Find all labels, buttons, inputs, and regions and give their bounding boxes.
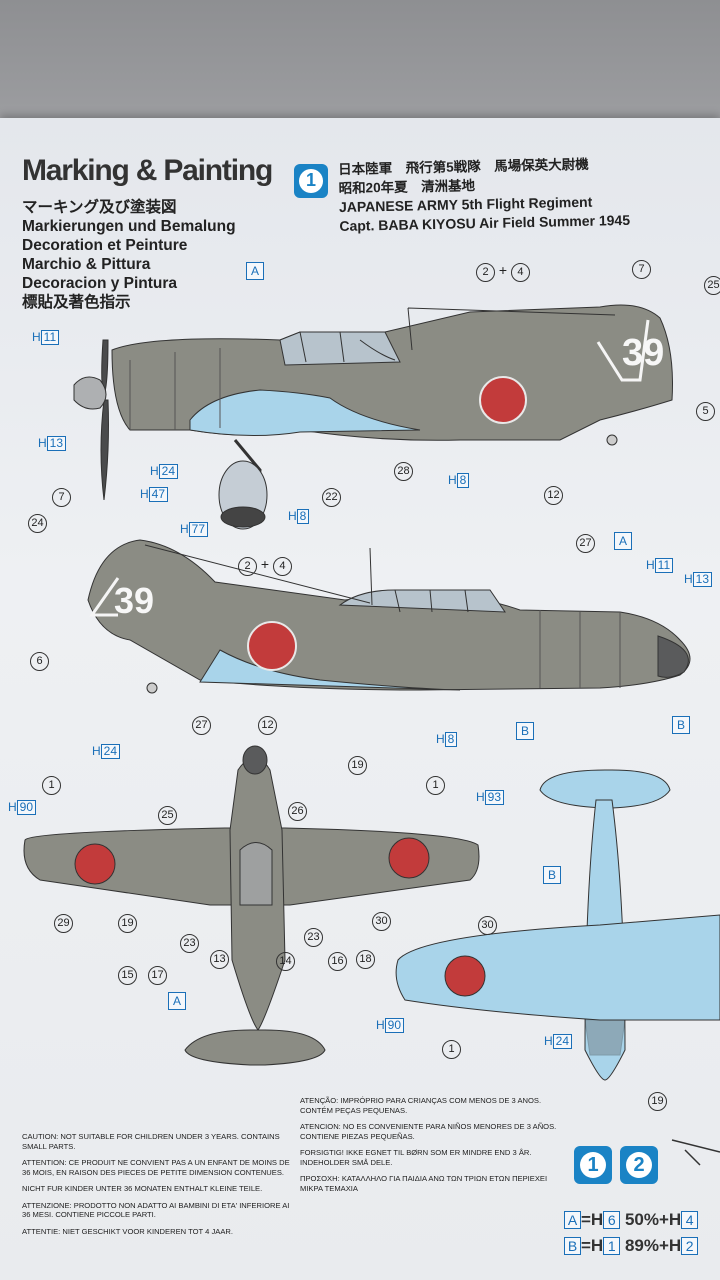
callout-decal: 1 bbox=[442, 1040, 461, 1059]
callout-decal: 19 bbox=[648, 1092, 667, 1111]
side-view-right bbox=[87, 539, 691, 694]
callout-decal: 23 bbox=[180, 934, 199, 953]
callout-decal: 1 bbox=[42, 776, 61, 795]
subtitle-jp: マーキング及び塗装図 bbox=[22, 199, 177, 216]
callout-decal: 29 bbox=[54, 914, 73, 933]
callout-decal-2-plus-4: 2 + 4 bbox=[238, 556, 292, 576]
subtitle-it: Marchio & Pittura bbox=[22, 256, 151, 273]
callout-decal: 23 bbox=[304, 928, 323, 947]
callout-decal: 27 bbox=[192, 716, 211, 735]
subtitle-es: Decoracion y Pintura bbox=[22, 275, 178, 292]
callout-decal: 1 bbox=[426, 776, 445, 795]
callout-decal: 12 bbox=[258, 716, 277, 735]
scheme-2-button[interactable]: 2 bbox=[620, 1146, 658, 1184]
callout-decal: 25 bbox=[158, 806, 177, 825]
callout-decal: 26 bbox=[288, 802, 307, 821]
callout-color-a: A bbox=[614, 532, 632, 550]
callout-color-a: A bbox=[168, 992, 186, 1010]
subtitle-cn: 標貼及著色指示 bbox=[22, 294, 131, 311]
callout-decal: 6 bbox=[30, 652, 49, 671]
callout-decal: 15 bbox=[118, 966, 137, 985]
scheme-1-button[interactable]: 1 bbox=[574, 1146, 612, 1184]
caution-right: ATENÇÃO: IMPRÓPRIO PARA CRIANÇAS COM MEN… bbox=[300, 1096, 557, 1193]
callout-decal: 18 bbox=[356, 950, 375, 969]
callout-decal: 30 bbox=[372, 912, 391, 931]
callout-decal: 14 bbox=[276, 952, 295, 971]
plan-view-top bbox=[23, 745, 480, 1066]
callout-decal: 27 bbox=[576, 534, 595, 553]
callout-decal: 16 bbox=[328, 952, 347, 971]
scheme-number-badge: 1 bbox=[294, 164, 328, 198]
callout-decal: 22 bbox=[322, 488, 341, 507]
callout-decal: 7 bbox=[632, 260, 651, 279]
callout-decal-2-plus-4: 2 + 4 bbox=[476, 262, 530, 282]
subtitle-fr: Decoration et Peinture bbox=[22, 237, 188, 254]
callout-decal: 12 bbox=[544, 486, 563, 505]
scheme-info: 日本陸軍 飛行第5戦隊 馬場保英大尉機 昭和20年夏 清洲基地 JAPANESE… bbox=[338, 154, 630, 236]
callout-color-a: A bbox=[246, 262, 264, 280]
callout-decal: 19 bbox=[118, 914, 137, 933]
callout-decal: 24 bbox=[28, 514, 47, 533]
callout-color-b: B bbox=[543, 866, 561, 884]
callout-decal: 5 bbox=[696, 402, 715, 421]
callout-decal: 25 bbox=[704, 276, 720, 295]
callout-color-b: B bbox=[516, 722, 534, 740]
callout-decal: 28 bbox=[394, 462, 413, 481]
callout-decal: 13 bbox=[210, 950, 229, 969]
tail-code-top: 39 bbox=[622, 332, 665, 374]
page-title: Marking & Painting bbox=[22, 154, 273, 187]
caution-left: CAUTION: NOT SUITABLE FOR CHILDREN UNDER… bbox=[22, 1132, 290, 1236]
callout-decal: 30 bbox=[478, 916, 497, 935]
plan-view-bottom bbox=[395, 769, 720, 1081]
subtitle-de: Markierungen und Bemalung bbox=[22, 218, 236, 235]
callout-decal: 19 bbox=[348, 756, 367, 775]
callout-decal: 17 bbox=[148, 966, 167, 985]
callout-decal: 7 bbox=[52, 488, 71, 507]
callout-color-b: B bbox=[672, 716, 690, 734]
tail-code-middle: 39 bbox=[114, 580, 155, 621]
part-sketch bbox=[671, 1139, 720, 1166]
side-view-left bbox=[73, 304, 673, 530]
subtitle-list: マーキング及び塗装図 Markierungen und Bemalung Dec… bbox=[22, 198, 236, 312]
